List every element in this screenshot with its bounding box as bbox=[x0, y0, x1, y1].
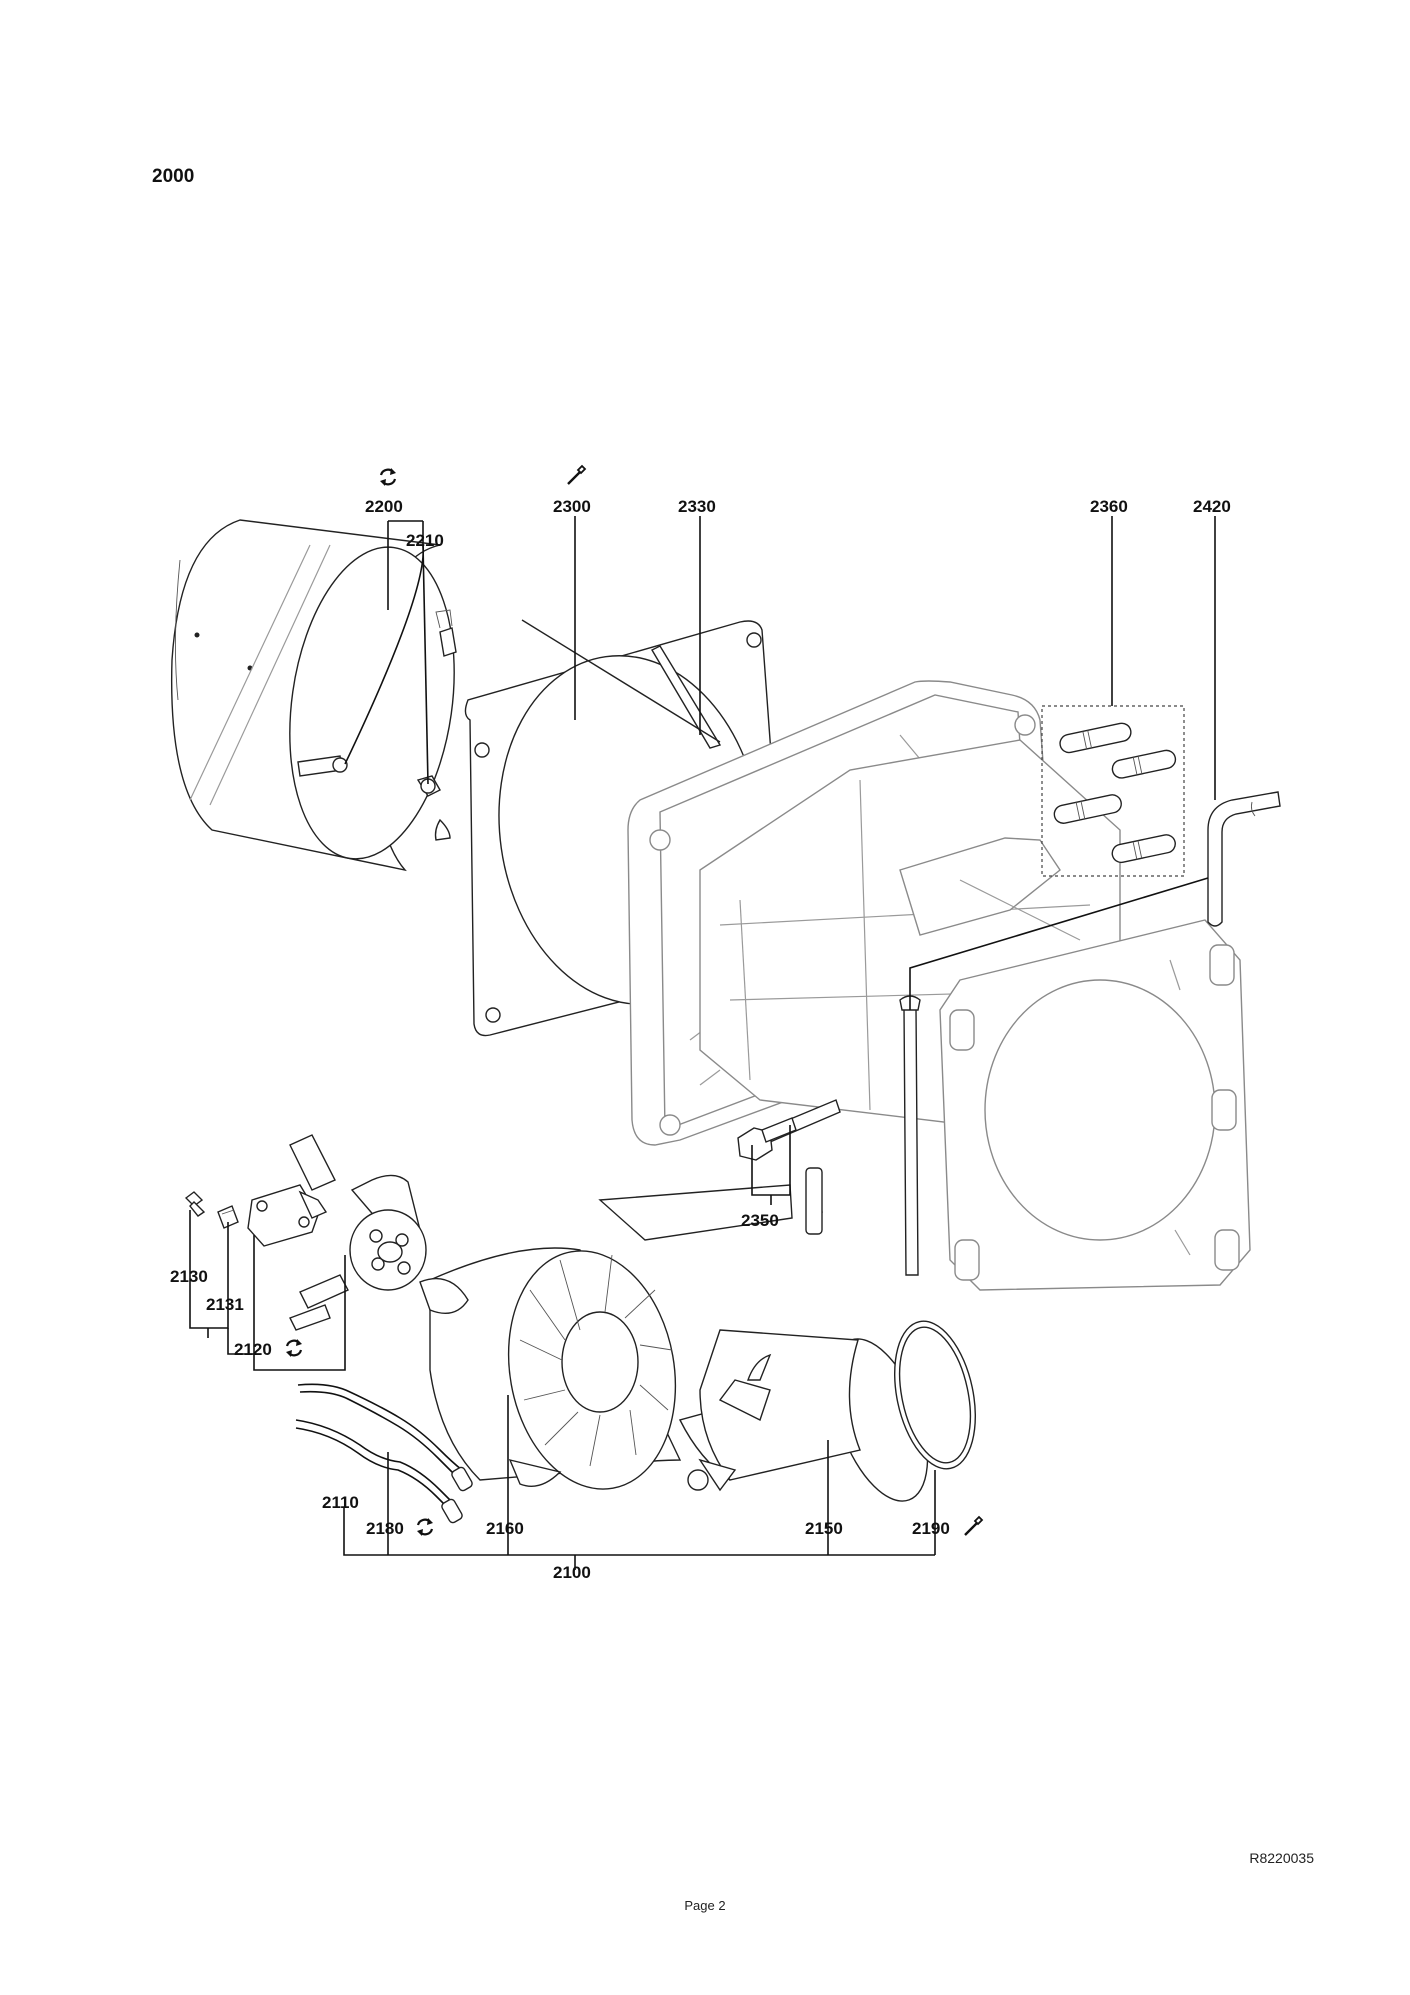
callout-2200: 2200 bbox=[365, 497, 403, 516]
callout-2190: 2190 bbox=[912, 1519, 950, 1538]
callout-labels: 2200 2210 2300 2330 2360 2420 2350 2130 … bbox=[170, 497, 1231, 1582]
burner-housing bbox=[627, 680, 1251, 1291]
callout-2130: 2130 bbox=[170, 1267, 208, 1286]
rotate-arrows-icon bbox=[284, 1337, 304, 1359]
callout-2300: 2300 bbox=[553, 497, 591, 516]
page-title: 2000 bbox=[152, 166, 195, 187]
callout-2330: 2330 bbox=[678, 497, 716, 516]
part-2200-cylinder bbox=[170, 519, 457, 872]
callout-2360: 2360 bbox=[1090, 497, 1128, 516]
reference-code: R8220035 bbox=[1249, 1850, 1314, 1866]
page-number: Page 2 bbox=[684, 1898, 726, 1913]
electrode-block bbox=[247, 1184, 328, 1247]
callout-2180: 2180 bbox=[366, 1519, 404, 1538]
callout-2131: 2131 bbox=[206, 1295, 244, 1314]
callout-2420: 2420 bbox=[1193, 497, 1231, 516]
part-2130-screw bbox=[184, 1191, 206, 1217]
part-2360-pins bbox=[1041, 705, 1185, 877]
callout-2100: 2100 bbox=[553, 1563, 591, 1582]
part-2420-bent-rod bbox=[1207, 791, 1281, 927]
rotate-arrows-icon bbox=[415, 1516, 435, 1538]
part-2350-nut-sleeve bbox=[737, 1099, 841, 1161]
part-2120-nozzle-assembly bbox=[289, 1134, 469, 1331]
part-2160-turbulator bbox=[429, 1247, 682, 1490]
part-2131-clip bbox=[217, 1205, 239, 1229]
part-2190-o-ring-inner bbox=[898, 1326, 972, 1464]
wrench-icon bbox=[963, 1515, 984, 1537]
part-2110-ignition-cable bbox=[297, 1383, 463, 1479]
callout-2150: 2150 bbox=[805, 1519, 843, 1538]
callout-2210: 2210 bbox=[406, 531, 444, 550]
callout-2350: 2350 bbox=[741, 1211, 779, 1230]
callout-2110: 2110 bbox=[322, 1493, 359, 1512]
callout-2160: 2160 bbox=[486, 1519, 524, 1538]
rotate-arrows-icon bbox=[378, 466, 398, 488]
callout-2120: 2120 bbox=[234, 1340, 272, 1359]
part-2150-blast-tube bbox=[598, 1167, 929, 1502]
leader-lines bbox=[189, 516, 1216, 1570]
part-2180-ignition-cable bbox=[295, 1419, 473, 1524]
wrench-icon bbox=[566, 464, 587, 486]
